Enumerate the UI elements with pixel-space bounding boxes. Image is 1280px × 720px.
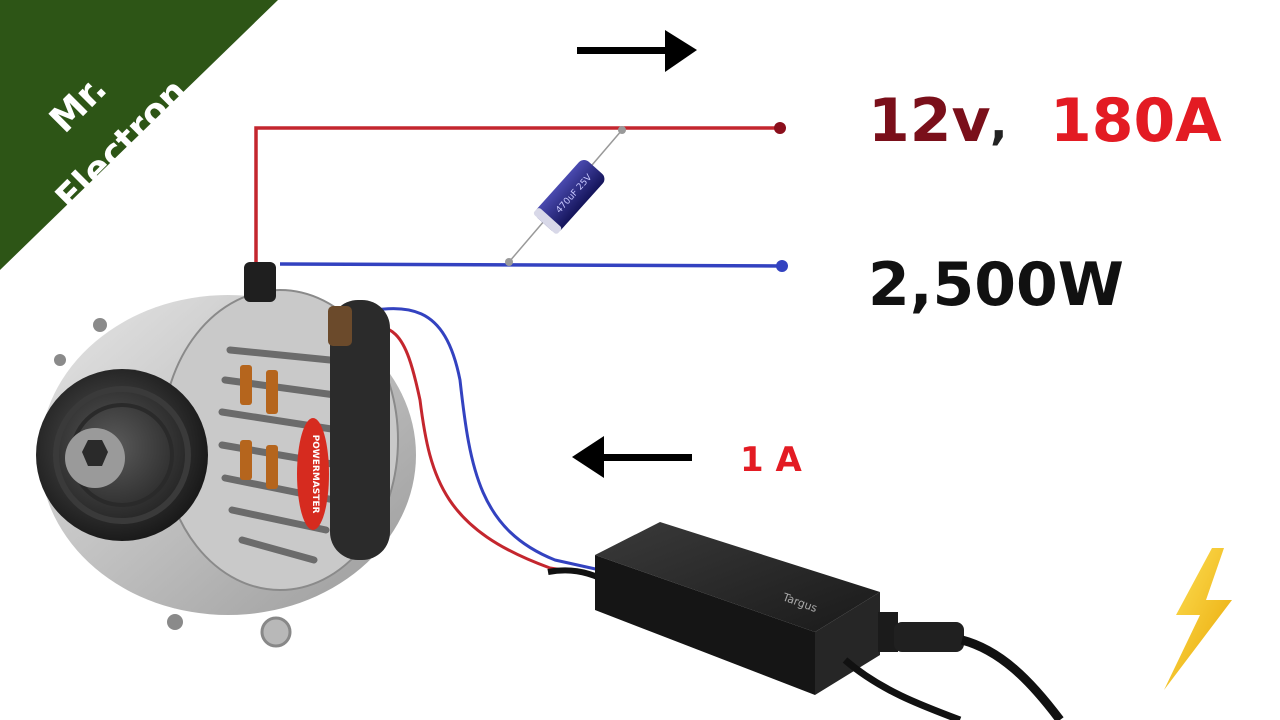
- positive-terminal: [774, 122, 786, 134]
- output-current-label: 180A: [1050, 86, 1222, 156]
- output-voltage-label: 12v: [868, 86, 991, 156]
- right-arrow-icon: [577, 30, 697, 72]
- power-adapter: Targus: [547, 522, 1064, 720]
- output-power-label: 2,500W: [868, 250, 1124, 320]
- left-arrow-icon: [572, 436, 692, 478]
- alternator-brand: POWERMASTER: [310, 435, 320, 514]
- alternator-brand-badge: POWERMASTER: [297, 418, 329, 530]
- input-current-label: 1 A: [740, 440, 802, 480]
- banner-triangle: [0, 0, 278, 270]
- alternator: POWERMASTER: [36, 262, 416, 648]
- negative-output-wire: [279, 262, 783, 268]
- channel-banner: Mr. Electron: [0, 0, 280, 280]
- capacitor: 470uF 25V: [505, 126, 626, 266]
- excitation-negative-wire: [344, 307, 601, 572]
- lightning-bolt-icon: [1164, 548, 1232, 690]
- positive-output-wire: [254, 126, 780, 272]
- output-separator: ,: [990, 96, 1008, 150]
- negative-terminal: [776, 260, 788, 272]
